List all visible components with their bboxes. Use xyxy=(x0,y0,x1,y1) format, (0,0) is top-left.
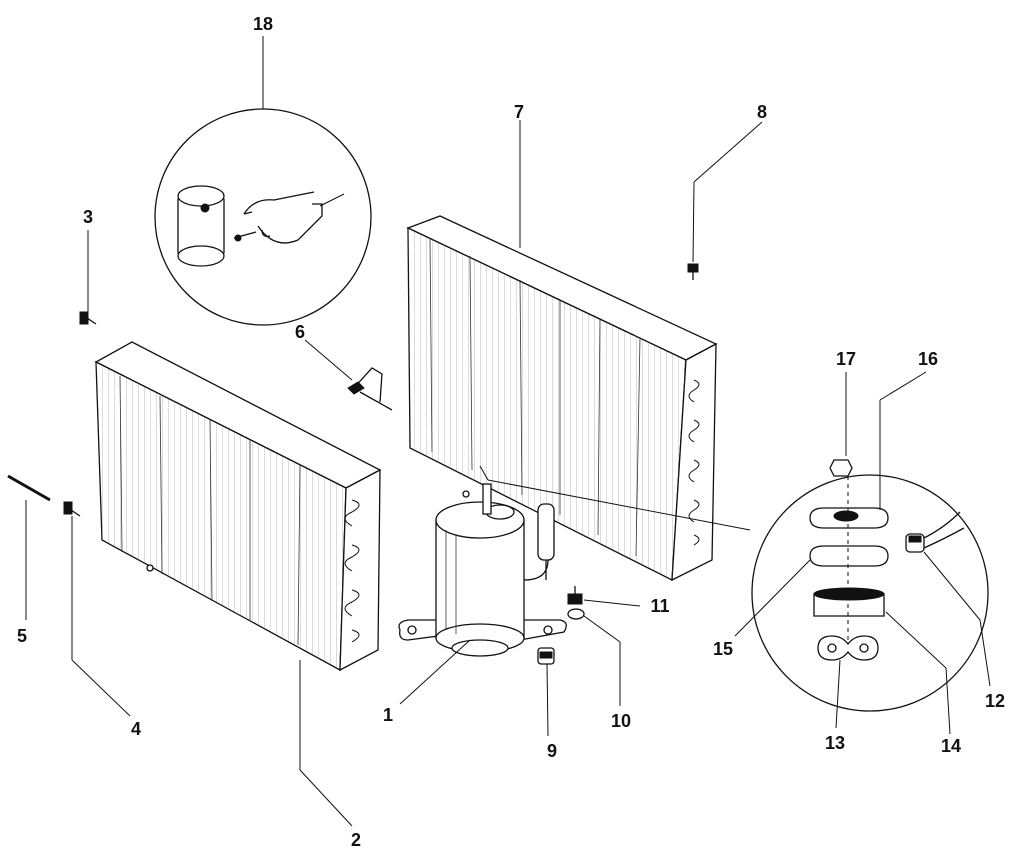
screw-part-3-top xyxy=(79,311,97,325)
nut-part-11 xyxy=(567,586,583,605)
screw-part-8 xyxy=(687,263,699,280)
leader-lines xyxy=(25,36,991,827)
washer-part-10 xyxy=(567,608,585,620)
rod-part-5 xyxy=(7,474,51,502)
detail-circle-overload xyxy=(751,459,989,712)
compressor-part-1 xyxy=(398,483,567,657)
grommet-part-9 xyxy=(537,647,555,665)
evaporator-coil-part-2 xyxy=(94,341,382,672)
screw-part-3-left xyxy=(63,501,81,517)
sensor-bulb-part-6 xyxy=(347,367,393,411)
detail-circle-clamp xyxy=(154,108,372,326)
